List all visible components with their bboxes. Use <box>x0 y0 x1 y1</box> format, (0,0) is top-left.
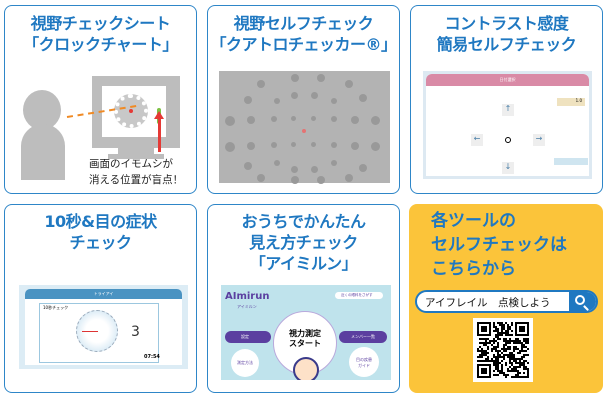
field-dot <box>271 142 277 148</box>
members-button[interactable]: メンバー一覧 <box>339 331 387 343</box>
card-contrast-check[interactable]: コントラスト感度簡易セルフチェック 日付選択 1.0 ↑ ← → ↓ <box>410 5 603 194</box>
child-illustration <box>293 357 319 380</box>
qr-code[interactable] <box>473 318 533 382</box>
method-button[interactable]: 測定方法 <box>231 349 259 377</box>
field-dot <box>291 74 299 82</box>
app-logo: AImirun <box>225 291 270 302</box>
card-title: 視野チェックシート「クロックチャート」 <box>23 14 178 54</box>
card-aimirun[interactable]: おうちでかんたん見え方チェック「アイミルン」 AImirun アイミルン 近くの… <box>207 204 400 393</box>
field-dot <box>371 116 380 125</box>
field-dot <box>257 174 265 182</box>
arrow-down-button[interactable]: ↓ <box>502 162 514 174</box>
countdown-number: 3 <box>131 324 140 340</box>
field-dot <box>359 164 367 172</box>
field-dot <box>311 166 318 173</box>
field-dot <box>317 74 325 82</box>
card-title: おうちでかんたん見え方チェック「アイミルン」 <box>241 212 366 273</box>
search-box[interactable]: アイフレイル 点検しよう <box>415 290 598 313</box>
field-dot <box>331 98 337 104</box>
field-dot <box>345 80 353 88</box>
search-icon[interactable] <box>569 292 596 311</box>
aimirun-screenshot: AImirun アイミルン 近くの眼科をさがす 視力測定スタート 設定 メンバー… <box>221 285 391 380</box>
field-dot <box>291 176 299 184</box>
panel-label: 10秒チェック <box>43 305 69 310</box>
time-display: 07:54 <box>144 354 160 360</box>
eye-disease-guide-button[interactable]: 目の疾患ガイド <box>349 347 379 377</box>
arrow-left-button[interactable]: ← <box>471 134 483 146</box>
field-dot <box>345 174 353 182</box>
10sec-screenshot: トライアイ 10秒チェック 3 07:54 <box>19 285 188 369</box>
field-dot <box>291 92 298 99</box>
field-dot <box>291 166 298 173</box>
field-dot <box>271 116 277 122</box>
field-dot <box>311 92 318 99</box>
find-clinic-button[interactable]: 近くの眼科をさがす <box>335 292 383 299</box>
field-dot <box>311 116 316 121</box>
field-dot <box>359 94 367 102</box>
card-title: 10秒&目の症状チェック <box>44 212 157 252</box>
landolt-ring-icon <box>505 137 511 143</box>
visual-field-screenshot <box>219 71 390 184</box>
settings-button[interactable]: 設定 <box>225 331 271 343</box>
blind-spot-caption: 画面のイモムシが消える位置が盲点！ <box>89 158 184 186</box>
red-arrow-icon <box>158 116 161 152</box>
card-10sec-check[interactable]: 10秒&目の症状チェック トライアイ 10秒チェック 3 07:54 <box>4 204 197 393</box>
search-text: アイフレイル 点検しよう <box>425 297 551 309</box>
contrast-value: 1.0 <box>557 98 585 106</box>
start-measure-button[interactable]: 視力測定スタート <box>289 329 321 348</box>
field-dot <box>291 142 296 147</box>
field-dot <box>311 142 316 147</box>
flower-target-icon <box>114 94 148 128</box>
field-dot <box>247 116 255 124</box>
field-dot <box>225 142 235 152</box>
field-dot <box>331 116 337 122</box>
field-dot <box>371 142 380 151</box>
card-title: コントラスト感度簡易セルフチェック <box>436 14 577 54</box>
field-dot <box>331 142 337 148</box>
card-title: 視野セルフチェック「クアトロチェッカー®」 <box>210 14 397 54</box>
field-dot <box>351 142 359 150</box>
card-clock-chart[interactable]: 視野チェックシート「クロックチャート」 画面のイモムシが消える位置が盲点！ <box>4 5 197 194</box>
field-dot <box>291 116 296 121</box>
field-dot <box>257 80 265 88</box>
fixation-point <box>302 129 306 133</box>
field-dot <box>247 142 255 150</box>
card-title: 各ツールのセルフチェックはこちらから <box>431 211 567 279</box>
screen-header: 日付選択 <box>426 74 589 86</box>
app-kana: アイミルン <box>237 304 257 309</box>
contrast-screenshot: 日付選択 1.0 ↑ ← → ↓ <box>423 71 592 179</box>
field-dot <box>244 96 252 104</box>
card-quatro-checker[interactable]: 視野セルフチェック「クアトロチェッカー®」 <box>207 5 400 194</box>
field-dot <box>274 160 280 166</box>
screen-header: トライアイ <box>25 289 182 299</box>
field-dot <box>225 116 235 126</box>
field-dot <box>351 116 359 124</box>
card-self-check-link[interactable]: 各ツールのセルフチェックはこちらから アイフレイル 点検しよう <box>409 204 603 393</box>
field-dot <box>274 98 280 104</box>
arrow-up-button[interactable]: ↑ <box>502 104 514 116</box>
arrow-right-button[interactable]: → <box>533 134 545 146</box>
field-dot <box>244 162 252 170</box>
action-button[interactable] <box>554 158 588 165</box>
field-dot <box>331 160 337 166</box>
field-dot <box>317 176 325 184</box>
monitor-illustration <box>92 76 180 148</box>
